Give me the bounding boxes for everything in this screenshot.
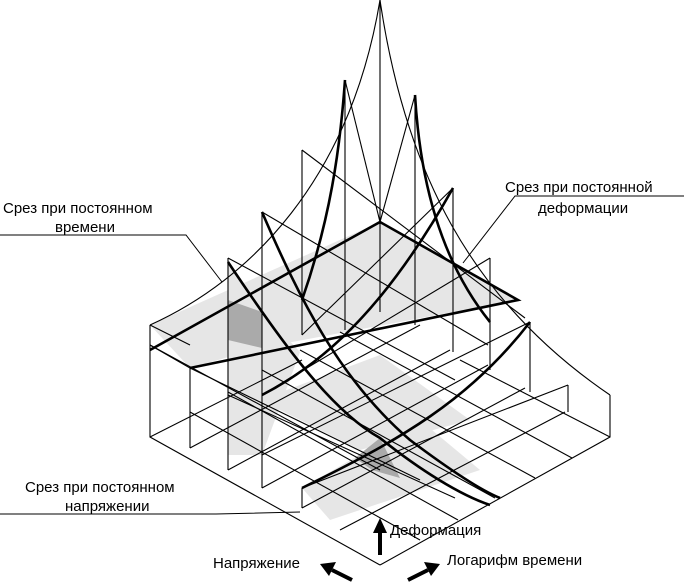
logtime-axis-arrow: [407, 562, 440, 582]
labels: Срез при постоянном времени Срез при пос…: [3, 179, 653, 572]
bold-slices: [149, 79, 532, 507]
strain-slice-label-line2: деформации: [538, 200, 628, 217]
vertical-posts: [189, 0, 569, 508]
stress-slice-label-line1: Срез при постоянном: [25, 479, 175, 496]
time-slice-label-line1: Срез при постоянном: [3, 200, 153, 217]
leader-lines: [0, 195, 684, 515]
strain-axis-arrow: [373, 518, 387, 555]
time-slice-label-line2: времени: [55, 219, 115, 236]
axis-logtime-label: Логарифм времени: [447, 552, 582, 569]
axis-strain-label: Деформация: [390, 522, 481, 539]
axis-arrows: [320, 518, 440, 582]
stress-slice-label-line2: напряжении: [65, 498, 149, 515]
axis-stress-label: Напряжение: [213, 555, 300, 572]
surface-mesh: [149, 79, 569, 499]
stress-axis-arrow: [320, 562, 353, 582]
strain-slice-label-line1: Срез при постоянной: [505, 179, 653, 196]
time-slice-dark: [228, 300, 262, 348]
